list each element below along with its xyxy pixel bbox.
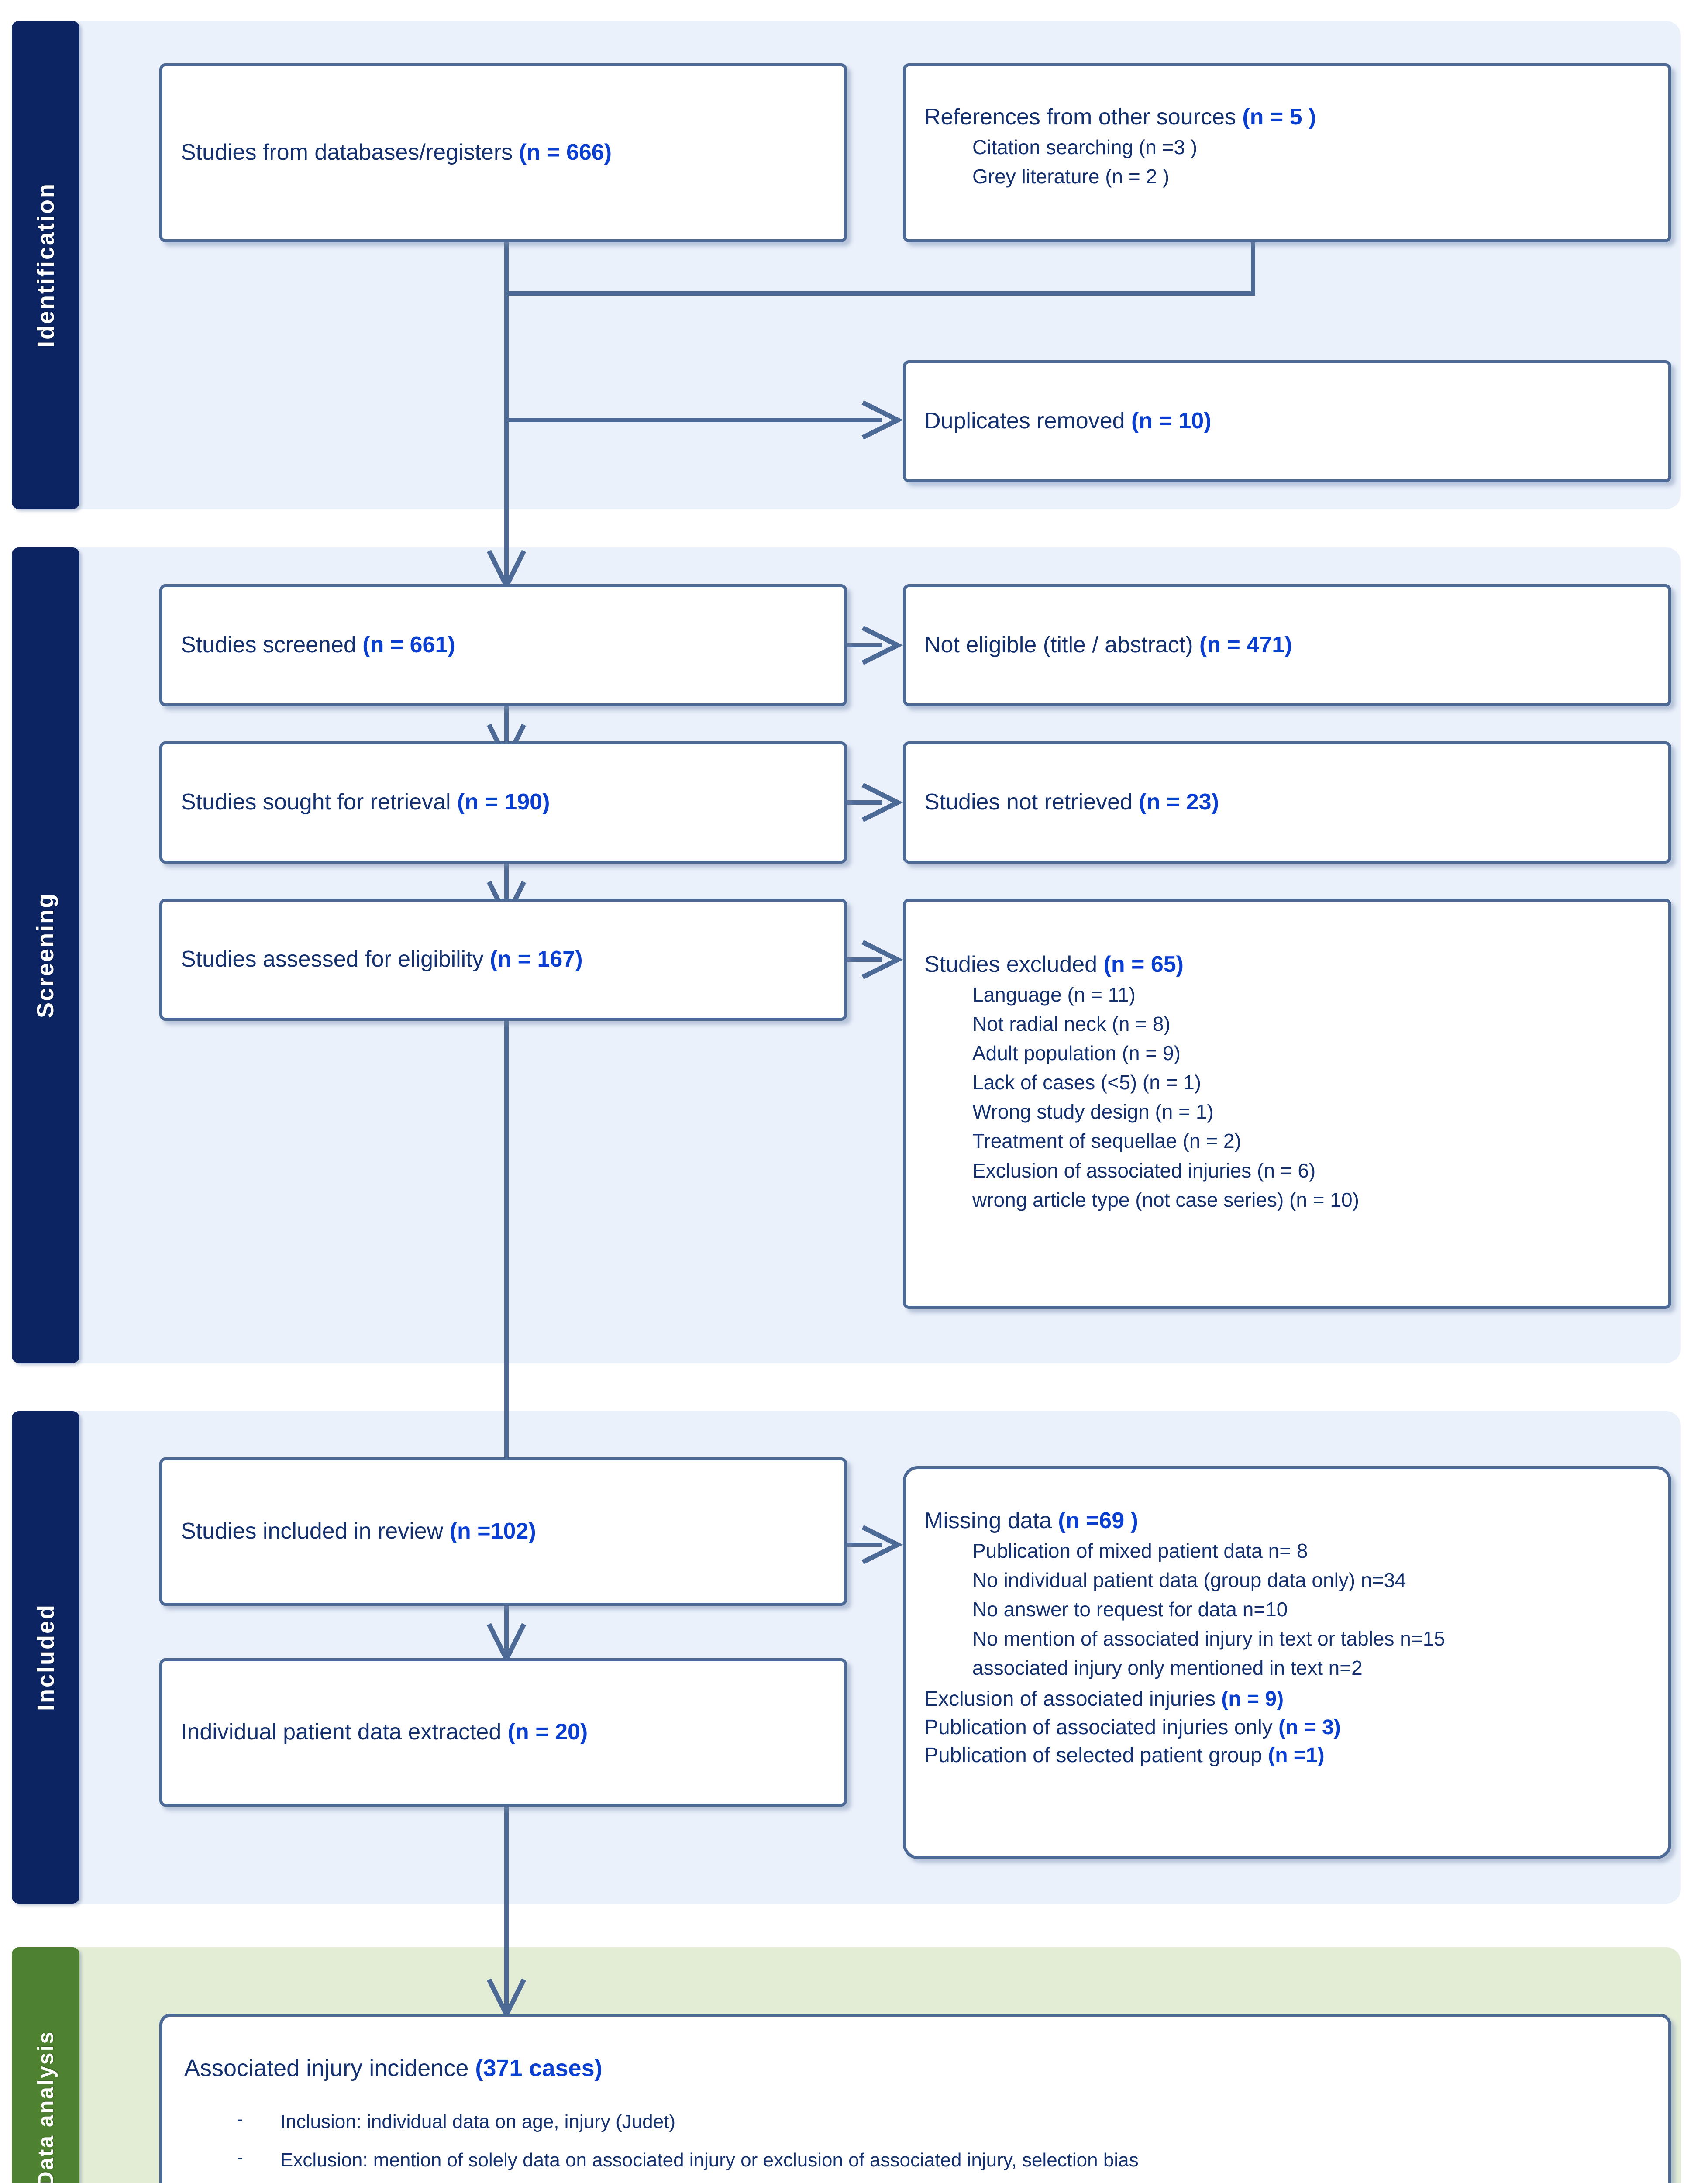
node-other-sources[interactable]: References from other sources (n = 5 ) C…: [903, 63, 1671, 242]
sidebar-data-analysis: Data analysis: [12, 1947, 79, 2183]
node-excluded-count: (n = 65): [1103, 952, 1184, 977]
node-other-sources-label: References from other sources: [924, 104, 1236, 130]
node-analysis-bullet: - Inclusion: individual data on age, inj…: [237, 2108, 1650, 2135]
node-analysis-bullet-text: Exclusion: mention of solely data on ass…: [280, 2149, 1139, 2171]
node-missing-extra-label: Publication of associated injuries only: [924, 1715, 1273, 1739]
node-missing-data-count: (n =69 ): [1058, 1508, 1138, 1533]
node-analysis-bullet-text: Inclusion: individual data on age, injur…: [280, 2111, 675, 2133]
node-other-sources-item: Citation searching (n =3 ): [972, 135, 1198, 158]
node-missing-extra-label: Publication of selected patient group: [924, 1744, 1262, 1767]
node-assessed-for-eligibility[interactable]: Studies assessed for eligibility (n = 16…: [159, 899, 847, 1021]
node-missing-data-item: associated injury only mentioned in text…: [972, 1656, 1363, 1680]
node-excluded-item: Treatment of sequellae (n = 2): [972, 1129, 1241, 1153]
node-other-sources-count: (n = 5 ): [1242, 104, 1316, 130]
node-sought-text: Studies sought for retrieval (n = 190): [181, 787, 826, 818]
node-analysis[interactable]: Associated injury incidence (371 cases) …: [159, 2014, 1671, 2183]
node-excluded-item: Adult population (n = 9): [972, 1041, 1181, 1064]
node-missing-data[interactable]: Missing data (n =69 ) Publication of mix…: [903, 1466, 1671, 1859]
node-excluded-item: Exclusion of associated injuries (n = 6): [972, 1159, 1316, 1182]
sidebar-screening: Screening: [12, 547, 79, 1363]
node-excluded-item: Wrong study design (n = 1): [972, 1100, 1214, 1123]
node-not-retrieved-label: Studies not retrieved: [924, 789, 1133, 815]
node-included-review-label: Studies included in review: [181, 1518, 444, 1544]
node-not-eligible-count: (n = 471): [1199, 632, 1292, 658]
node-assessed-count: (n = 167): [490, 947, 583, 972]
node-excluded-label: Studies excluded: [924, 952, 1098, 977]
node-analysis-count: (371 cases): [475, 2055, 603, 2081]
node-screened-count: (n = 661): [362, 632, 455, 658]
node-missing-data-text: Missing data (n =69 ): [924, 1506, 1650, 1536]
node-other-sources-item: Grey literature (n = 2 ): [972, 165, 1170, 188]
bullet-dash-icon: -: [237, 2108, 243, 2130]
node-included-in-review[interactable]: Studies included in review (n =102): [159, 1457, 847, 1606]
node-excluded-item: Language (n = 11): [972, 983, 1136, 1006]
node-databases[interactable]: Studies from databases/registers (n = 66…: [159, 63, 847, 242]
node-duplicates-count: (n = 10): [1131, 408, 1212, 434]
node-analysis-label: Associated injury incidence: [184, 2055, 475, 2081]
node-ipd-text: Individual patient data extracted (n = 2…: [181, 1717, 826, 1748]
node-studies-excluded[interactable]: Studies excluded (n = 65) Language (n = …: [903, 899, 1671, 1309]
node-sought-for-retrieval[interactable]: Studies sought for retrieval (n = 190): [159, 741, 847, 864]
sidebar-label-screening: Screening: [32, 892, 59, 1019]
sidebar-identification: Identification: [12, 21, 79, 509]
node-missing-extra-row: Publication of selected patient group (n…: [924, 1742, 1650, 1770]
node-excluded-text: Studies excluded (n = 65): [924, 950, 1650, 980]
node-not-retrieved-count: (n = 23): [1139, 789, 1219, 815]
node-databases-count: (n = 666): [519, 140, 612, 165]
node-missing-extra-count: (n = 9): [1221, 1687, 1284, 1711]
node-assessed-text: Studies assessed for eligibility (n = 16…: [181, 944, 826, 975]
node-missing-data-item: No individual patient data (group data o…: [972, 1568, 1406, 1591]
node-not-eligible-text: Not eligible (title / abstract) (n = 471…: [924, 630, 1650, 661]
node-duplicates-text: Duplicates removed (n = 10): [924, 406, 1650, 437]
node-not-eligible[interactable]: Not eligible (title / abstract) (n = 471…: [903, 584, 1671, 706]
sidebar-label-included: Included: [32, 1603, 59, 1711]
node-databases-label: Studies from databases/registers: [181, 140, 513, 165]
node-sought-count: (n = 190): [457, 789, 550, 815]
node-ipd-extracted[interactable]: Individual patient data extracted (n = 2…: [159, 1658, 847, 1807]
node-other-sources-text: References from other sources (n = 5 ): [924, 102, 1650, 133]
node-analysis-bullet: - Exclusion: mention of solely data on a…: [237, 2147, 1650, 2174]
node-databases-text: Studies from databases/registers (n = 66…: [181, 138, 826, 168]
node-screened-label: Studies screened: [181, 632, 356, 658]
node-missing-extra-row: Exclusion of associated injuries (n = 9): [924, 1685, 1650, 1713]
node-missing-extra-count: (n =1): [1268, 1744, 1325, 1767]
node-excluded-item: wrong article type (not case series) (n …: [972, 1188, 1359, 1211]
node-excluded-item: Not radial neck (n = 8): [972, 1012, 1171, 1035]
node-missing-data-item: Publication of mixed patient data n= 8: [972, 1539, 1308, 1562]
node-excluded-item: Lack of cases (<5) (n = 1): [972, 1071, 1202, 1094]
node-ipd-count: (n = 20): [507, 1719, 588, 1745]
sidebar-label-data-analysis: Data analysis: [33, 2030, 58, 2183]
node-duplicates-removed[interactable]: Duplicates removed (n = 10): [903, 360, 1671, 482]
node-missing-extra-count: (n = 3): [1278, 1715, 1341, 1739]
node-duplicates-label: Duplicates removed: [924, 408, 1125, 434]
node-screened-text: Studies screened (n = 661): [181, 630, 826, 661]
node-not-retrieved[interactable]: Studies not retrieved (n = 23): [903, 741, 1671, 864]
node-missing-data-item: No answer to request for data n=10: [972, 1598, 1288, 1621]
bullet-dash-icon: -: [237, 2146, 243, 2168]
node-studies-screened[interactable]: Studies screened (n = 661): [159, 584, 847, 706]
node-included-review-text: Studies included in review (n =102): [181, 1516, 826, 1547]
sidebar-included: Included: [12, 1411, 79, 1904]
node-missing-data-item: No mention of associated injury in text …: [972, 1627, 1445, 1650]
node-ipd-label: Individual patient data extracted: [181, 1719, 502, 1745]
node-missing-extra-label: Exclusion of associated injuries: [924, 1687, 1216, 1711]
sidebar-label-identification: Identification: [32, 182, 59, 348]
node-analysis-text: Associated injury incidence (371 cases): [184, 2052, 1650, 2084]
node-not-retrieved-text: Studies not retrieved (n = 23): [924, 787, 1650, 818]
node-missing-data-label: Missing data: [924, 1508, 1052, 1533]
node-sought-label: Studies sought for retrieval: [181, 789, 451, 815]
node-missing-extra-row: Publication of associated injuries only …: [924, 1714, 1650, 1742]
node-assessed-label: Studies assessed for eligibility: [181, 947, 484, 972]
node-not-eligible-label: Not eligible (title / abstract): [924, 632, 1193, 658]
node-included-review-count: (n =102): [449, 1518, 536, 1544]
